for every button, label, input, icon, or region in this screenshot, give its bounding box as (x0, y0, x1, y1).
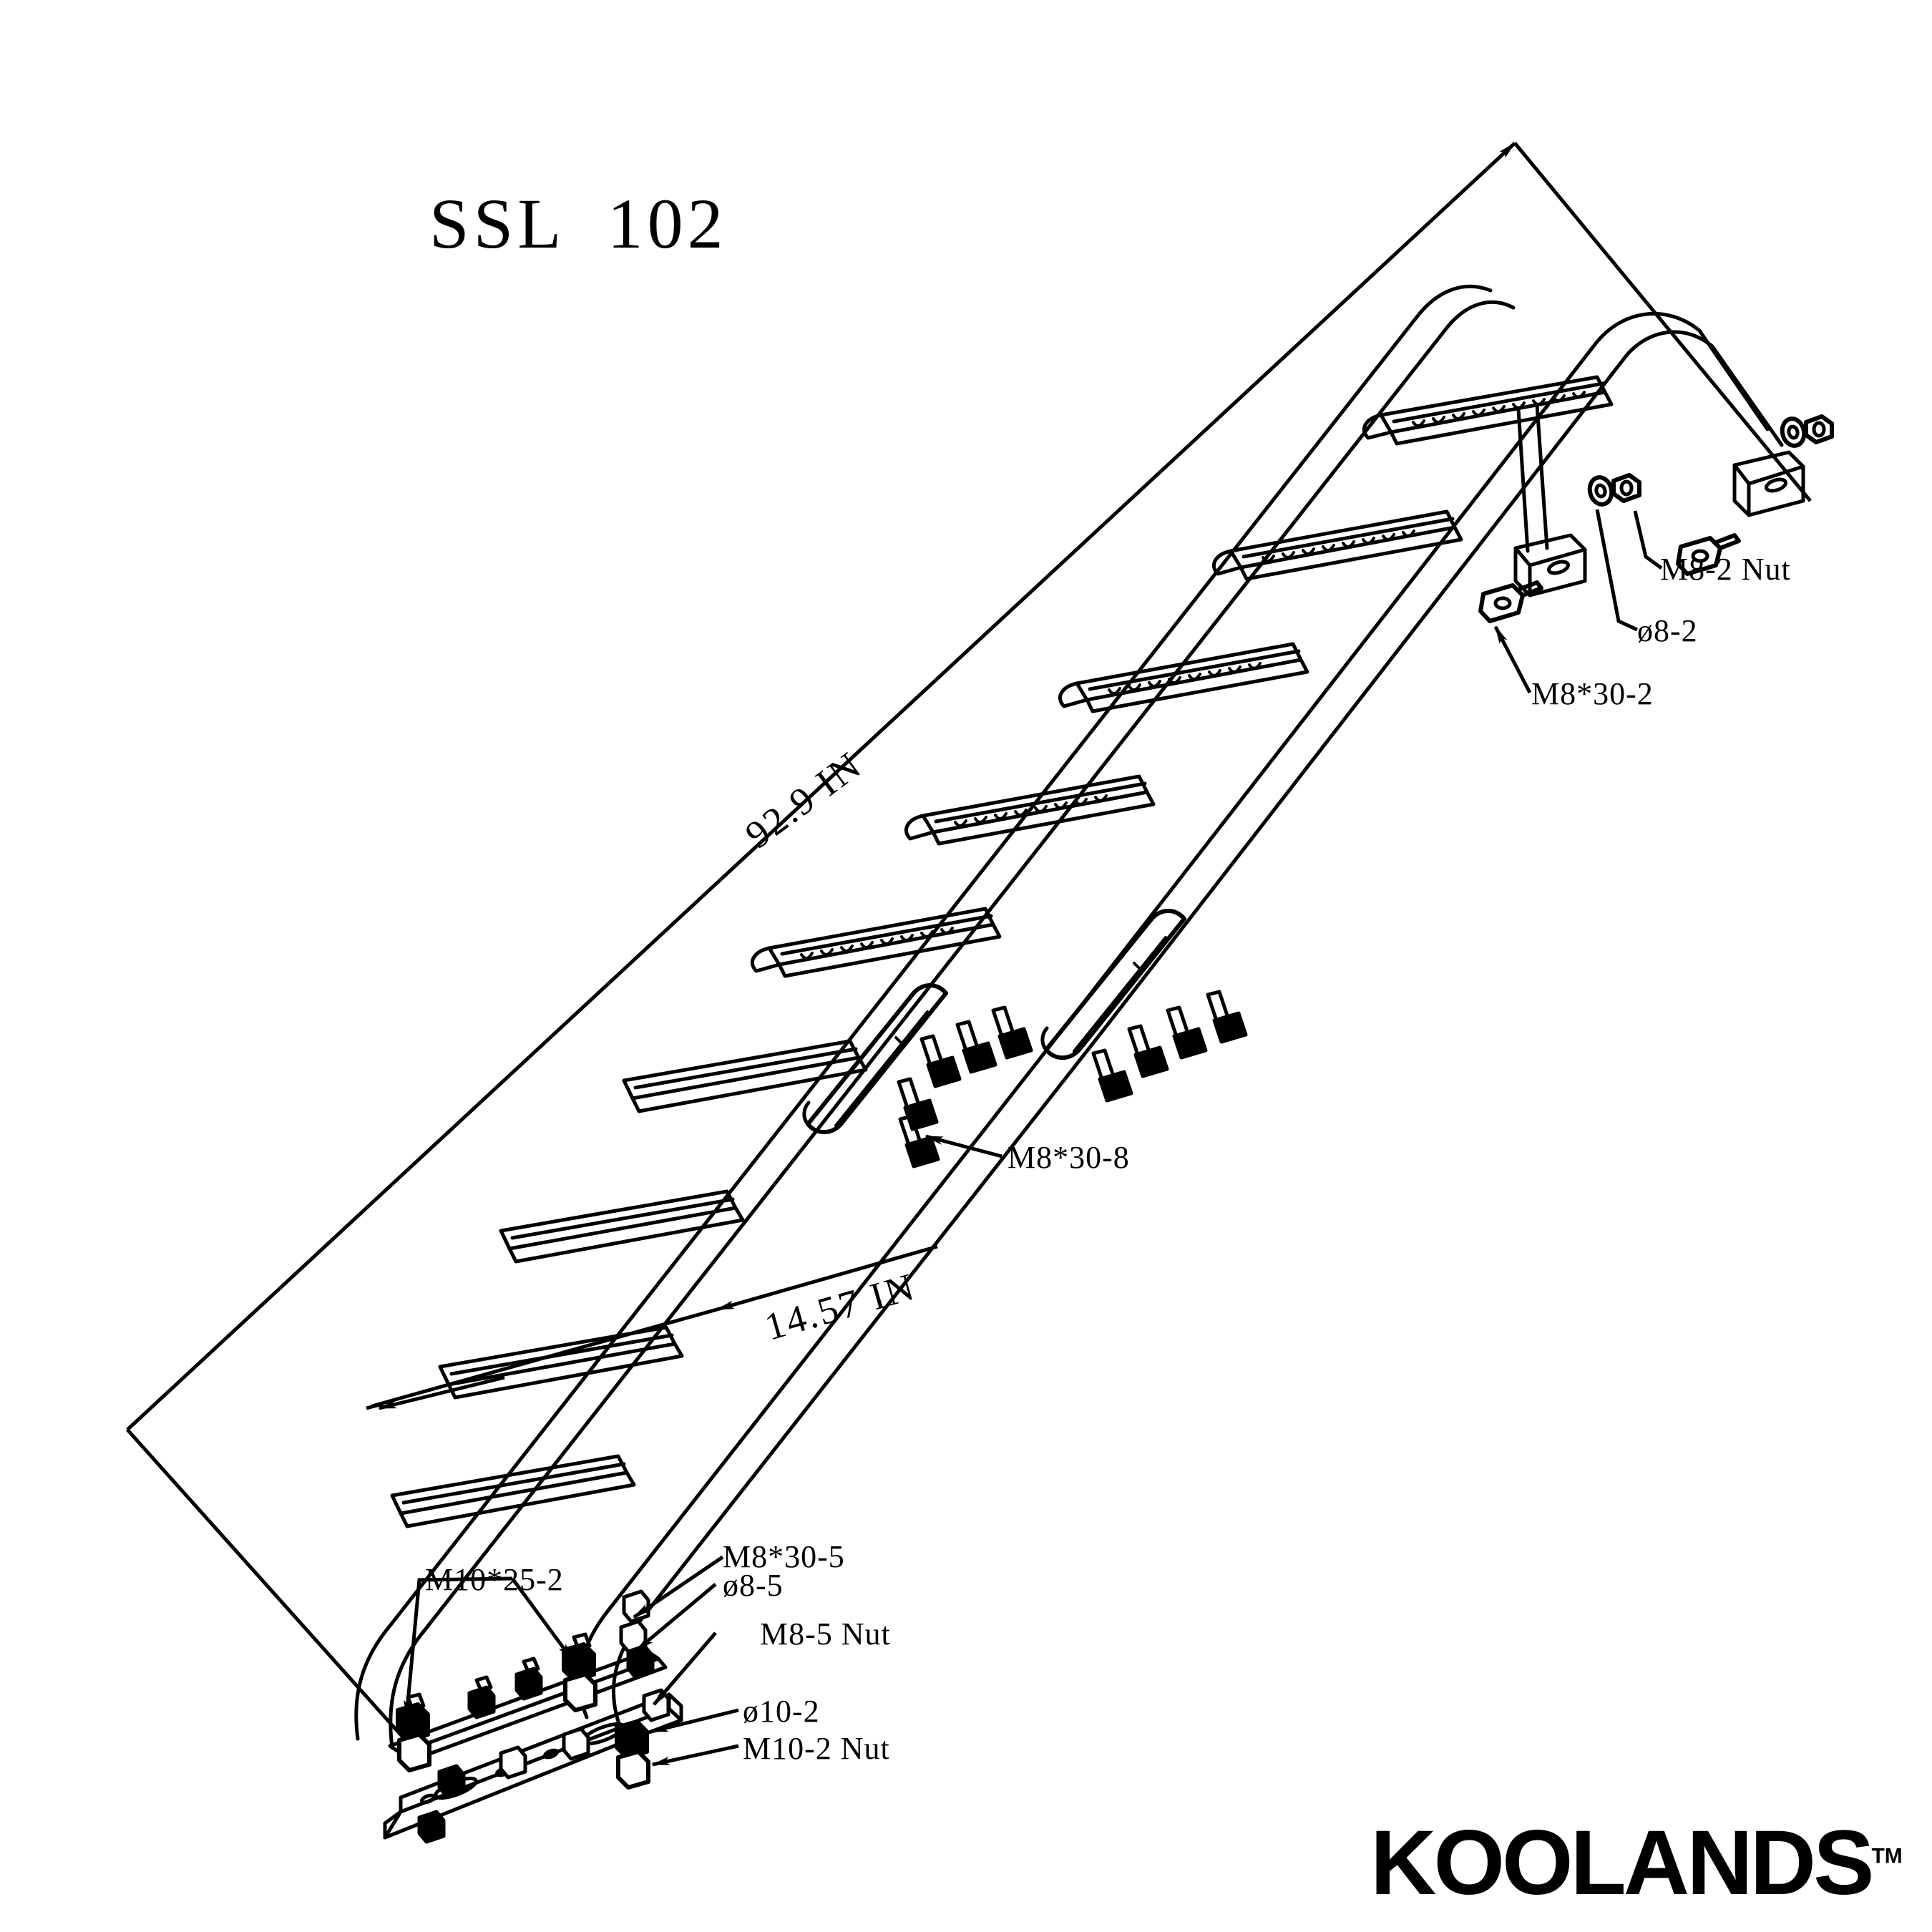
leader-m10-2-nut (651, 1744, 739, 1767)
fastener-stack-m10 (562, 1632, 597, 1712)
bolt-m8x30-2 (1676, 533, 1741, 576)
bolt-m8x30-8 (919, 1034, 962, 1088)
part-label-washer8-2: ø8-2 (1637, 613, 1698, 648)
leader-washer8-2 (1595, 509, 1639, 632)
leader-washer8-5 (635, 1583, 717, 1652)
ladder-rail-left (354, 284, 1516, 1750)
leader-washer10-2 (650, 1708, 739, 1734)
ladder-assembly (354, 284, 1834, 1844)
part-label-washer10-2: ø10-2 (743, 1694, 820, 1729)
ladder-rung-tread (904, 774, 1156, 846)
ladder-rung-tread (1058, 642, 1309, 713)
part-label-m8-5-nut: M8-5 Nut (760, 1616, 891, 1652)
bolt-m8x30-8 (991, 1005, 1033, 1060)
part-label-m8x30-2: M8*30-2 (1531, 676, 1654, 711)
bolt-m8x30-8 (898, 1114, 940, 1169)
sleeve-tube (802, 983, 948, 1135)
ladder-rung-plain (390, 1454, 636, 1528)
part-label-m8-2-nut: M8-2 Nut (1660, 552, 1791, 587)
leader-lines (404, 509, 1663, 1767)
ladder-rung-tread (1212, 509, 1463, 581)
leader-m10x25-2-a (404, 1576, 513, 1719)
part-label-m8x30-8: M8*30-8 (1008, 1140, 1130, 1175)
dimension-leg-left (126, 1428, 406, 1740)
ladder-rung-tread (1362, 375, 1614, 446)
part-label-washer8-5: ø8-5 (723, 1568, 784, 1603)
sleeve-tube (1040, 909, 1186, 1060)
bolt-m8x30-8 (1091, 1048, 1133, 1103)
bolt-m8x30-8 (1127, 1024, 1169, 1078)
part-label-m8x30-5: M8*30-5 (723, 1539, 845, 1574)
bolt-m8x30-8 (1206, 990, 1248, 1044)
ladder-rung-plain (438, 1325, 684, 1400)
mount-bracket-outer (1732, 450, 1805, 517)
dimension-line-width-upper (716, 1244, 938, 1312)
leader-m8x30-8 (924, 1134, 1002, 1158)
plate-bolt (562, 1727, 590, 1761)
dimension-line-length (126, 142, 1516, 1431)
dimension-leg-right (1513, 142, 1812, 502)
ladder-rung-plain (622, 1039, 868, 1113)
nut-washer-mid (1587, 473, 1641, 507)
nut-washer-top-right (1780, 414, 1834, 448)
plate-bolt (514, 1657, 543, 1701)
part-label-m10x25-2: M10*25-2 (425, 1562, 564, 1597)
part-label-m10-2-nut: M10-2 Nut (743, 1731, 890, 1766)
fastener-stack-m8-5 (626, 1645, 655, 1679)
bolt-m8x30-8 (1166, 1005, 1208, 1060)
ladder-rung-tread (751, 907, 1002, 978)
top-support-rod (1516, 403, 1549, 553)
leader-m10x25-2-b (510, 1577, 575, 1662)
brand-wordmark: KOOLANDS (1370, 1812, 1874, 1914)
dimension-arrow-width-lower (378, 1375, 505, 1410)
plate-bolt (417, 1810, 446, 1844)
leader-m8x30-5 (633, 1555, 724, 1619)
trademark-mark: TM (1871, 1844, 1903, 1868)
plate-bolt (437, 1764, 466, 1798)
fastener-stack-m10 (396, 1692, 431, 1772)
ladder-rung-plain (499, 1189, 745, 1264)
plate-bolt (467, 1675, 496, 1719)
leader-m8-2-nut (1633, 510, 1663, 570)
bolt-m8x30-2 (1478, 580, 1543, 623)
bolt-m8x30-8 (955, 1020, 997, 1074)
plate-bolt (499, 1745, 527, 1780)
leader-m8-5-nut (653, 1631, 717, 1706)
brand-logo: KOOLANDSTM (1370, 1810, 1903, 1916)
bolt-m8x30-8 (897, 1077, 939, 1131)
leader-m8x30-2 (1493, 625, 1532, 694)
page-title: SSL 102 (429, 184, 728, 263)
fastener-stack-m10-right (615, 1719, 650, 1790)
